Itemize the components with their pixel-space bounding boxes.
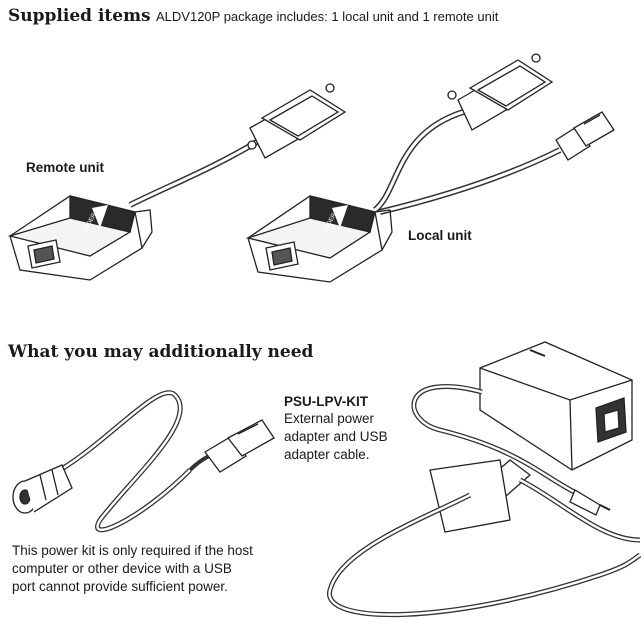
remote-db25-connector xyxy=(247,83,347,159)
local-unit-label: Local unit xyxy=(408,228,472,243)
supplied-items-heading: Supplied items xyxy=(8,6,151,26)
local-usb-connector xyxy=(555,111,615,161)
power-kit-note-line: computer or other device with a USB xyxy=(12,561,232,576)
local-unit-illustration xyxy=(245,53,615,283)
power-kit-note-line: This power kit is only required if the h… xyxy=(12,543,253,558)
barrel-jack-connector xyxy=(12,464,73,514)
local-unit-body xyxy=(245,195,393,283)
remote-unit-illustration xyxy=(7,83,347,281)
kit-description-line: External power xyxy=(284,411,375,426)
power-kit-note-line: port cannot provide sufficient power. xyxy=(12,579,228,594)
kit-description-line: adapter cable. xyxy=(284,447,370,462)
additional-needs-heading: What you may additionally need xyxy=(8,342,314,362)
kit-description-line: adapter and USB xyxy=(284,429,388,444)
remote-unit-body xyxy=(7,195,153,281)
package-contents-text: ALDV120P package includes: 1 local unit … xyxy=(156,9,499,24)
usb-plug xyxy=(204,419,275,473)
usb-power-cable-illustration xyxy=(12,390,275,533)
remote-unit-label: Remote unit xyxy=(26,160,105,175)
local-db25-connector xyxy=(447,53,554,131)
psu-illustration xyxy=(327,341,642,618)
kit-name-label: PSU-LPV-KIT xyxy=(284,394,369,409)
